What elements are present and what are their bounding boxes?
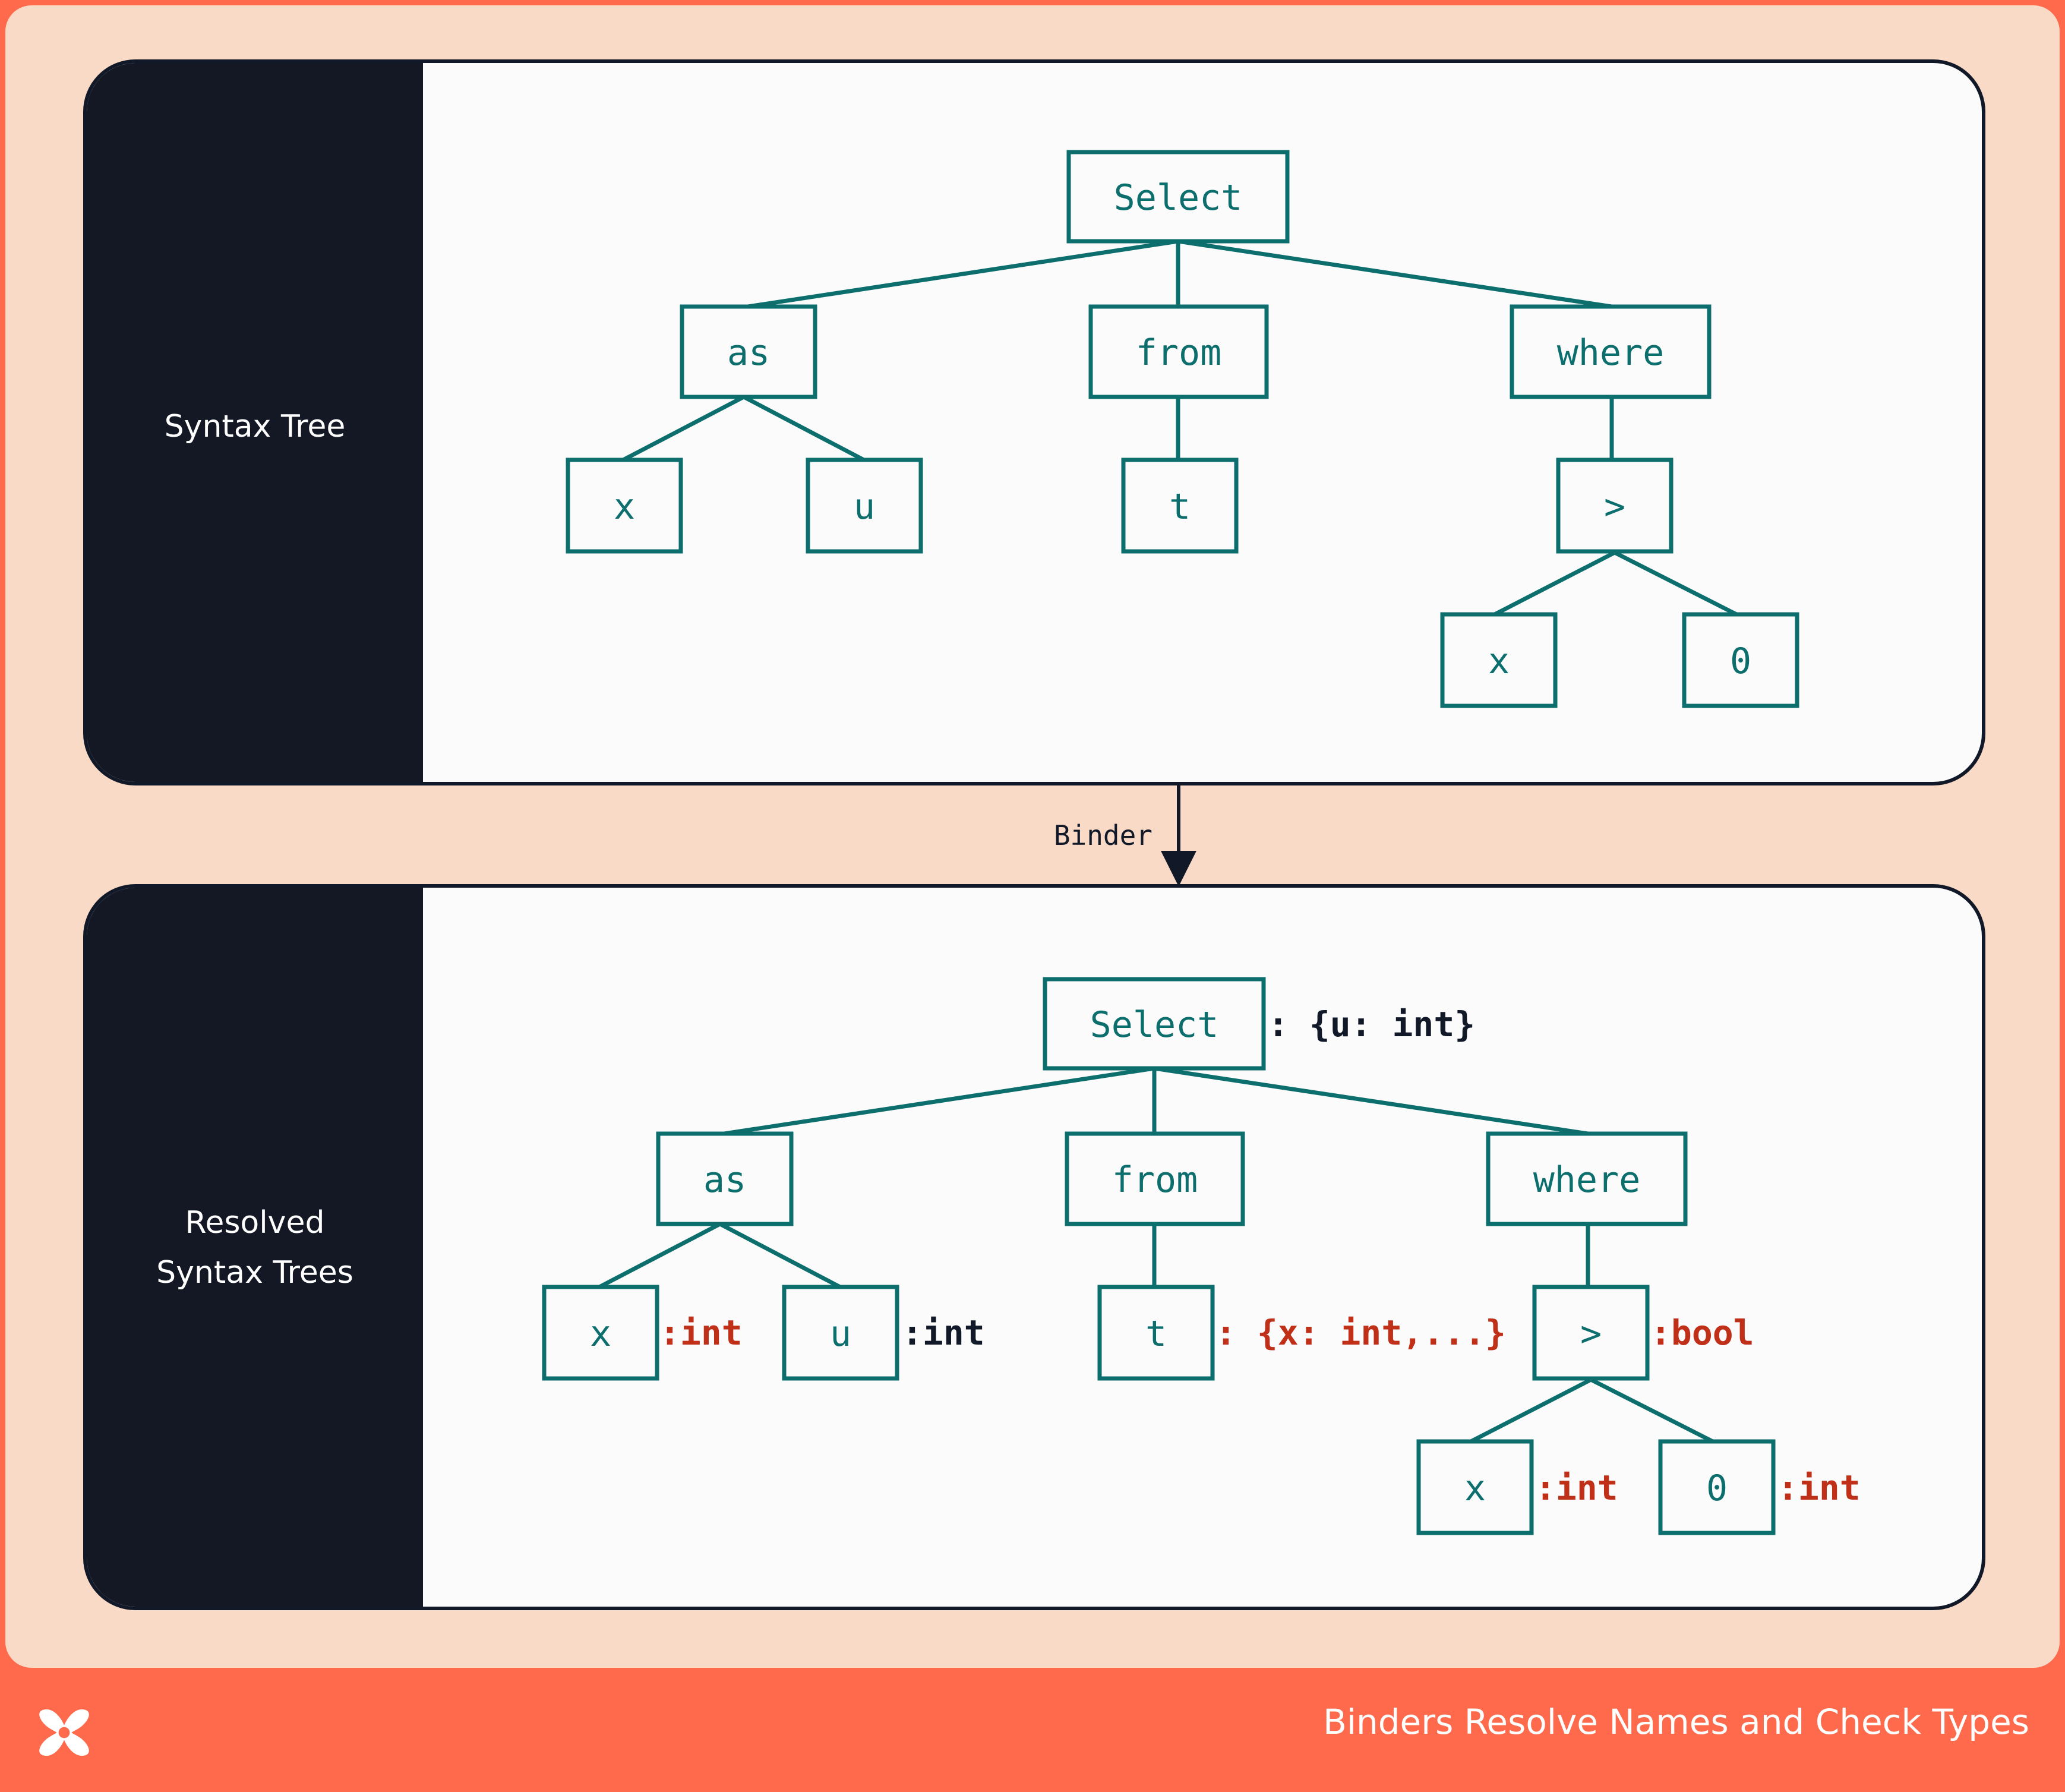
edge bbox=[724, 1066, 1155, 1136]
edge bbox=[622, 395, 745, 462]
node-select bbox=[1066, 150, 1290, 244]
node-where-label: where bbox=[1557, 332, 1665, 374]
node-x-operand bbox=[1440, 612, 1558, 708]
edge bbox=[1154, 1066, 1589, 1136]
brand-logo-icon bbox=[39, 1709, 89, 1756]
node-zero-operand-label: 0 bbox=[1706, 1468, 1728, 1509]
node-t-label: t bbox=[1169, 486, 1191, 528]
node-u bbox=[806, 458, 923, 554]
type-annotation-zero-operand: :int bbox=[1777, 1468, 1861, 1508]
node-select-label: Select bbox=[1114, 177, 1243, 219]
binder-arrow-label: Binder bbox=[1054, 819, 1153, 851]
node-where bbox=[1510, 304, 1712, 399]
node-zero-operand-label: 0 bbox=[1730, 641, 1751, 682]
syntax-tree-labels: Select as from where x u t > x 0 bbox=[614, 177, 1751, 682]
type-annotation-x: :int bbox=[659, 1313, 743, 1353]
node-x-label: x bbox=[614, 486, 635, 528]
footer-title: Binders Resolve Names and Check Types bbox=[1323, 1702, 2029, 1742]
node-x-operand-label: x bbox=[1464, 1468, 1486, 1509]
node-as-label: as bbox=[703, 1159, 746, 1201]
node-zero-operand bbox=[1658, 1439, 1776, 1535]
node-u-label: u bbox=[830, 1313, 851, 1355]
node-as bbox=[680, 304, 817, 399]
node-greater-than-label: > bbox=[1580, 1313, 1602, 1355]
resolved-syntax-trees-panel: Resolved Syntax Trees bbox=[83, 884, 1985, 1610]
type-annotation-greater-than: :bool bbox=[1650, 1313, 1754, 1353]
node-as bbox=[656, 1131, 794, 1226]
node-x-operand-label: x bbox=[1488, 641, 1510, 682]
resolved-syntax-tree bbox=[542, 977, 1776, 1535]
node-from-label: from bbox=[1136, 332, 1222, 374]
node-where-label: where bbox=[1533, 1159, 1641, 1201]
node-t bbox=[1121, 458, 1239, 554]
edge bbox=[1614, 550, 1738, 617]
node-zero-operand bbox=[1682, 612, 1799, 708]
resolved-syntax-tree-labels: Select as from where x u t > x 0 bbox=[590, 1004, 1728, 1509]
type-annotation-t: : {x: int,...} bbox=[1215, 1313, 1506, 1353]
edge bbox=[1494, 550, 1616, 617]
type-annotations: : {u: int} :int :int : {x: int,...} :boo… bbox=[659, 1004, 1861, 1508]
type-annotation-select: : {u: int} bbox=[1268, 1004, 1475, 1045]
node-x bbox=[542, 1285, 659, 1381]
syntax-tree bbox=[566, 150, 1799, 708]
edge bbox=[747, 239, 1179, 309]
edge bbox=[719, 1222, 841, 1289]
node-u bbox=[782, 1285, 899, 1381]
node-greater-than bbox=[1556, 458, 1674, 554]
node-from bbox=[1088, 304, 1269, 399]
node-as-label: as bbox=[727, 332, 770, 374]
type-annotation-x-operand: :int bbox=[1535, 1468, 1618, 1508]
node-t-label: t bbox=[1145, 1313, 1167, 1355]
node-from-label: from bbox=[1112, 1159, 1198, 1201]
node-select-label: Select bbox=[1090, 1004, 1219, 1046]
node-x-label: x bbox=[590, 1313, 611, 1355]
node-where bbox=[1486, 1131, 1688, 1226]
node-u-label: u bbox=[854, 486, 875, 528]
node-select bbox=[1043, 977, 1266, 1071]
node-greater-than-label: > bbox=[1604, 486, 1625, 528]
node-t bbox=[1097, 1285, 1215, 1381]
edge bbox=[1177, 239, 1612, 309]
panel-sidebar: Syntax Tree bbox=[87, 63, 423, 782]
edge bbox=[1590, 1377, 1714, 1444]
edge bbox=[598, 1222, 721, 1289]
edge bbox=[1470, 1377, 1592, 1444]
node-x bbox=[566, 458, 683, 554]
panel-label-line2: Syntax Trees bbox=[156, 1255, 353, 1291]
panel-label-line1: Resolved bbox=[185, 1205, 325, 1241]
panel-label: Syntax Tree bbox=[164, 409, 346, 444]
edge bbox=[743, 395, 865, 462]
panel-sidebar: Resolved Syntax Trees bbox=[87, 888, 423, 1607]
type-annotation-u: :int bbox=[902, 1313, 985, 1353]
node-greater-than bbox=[1532, 1285, 1650, 1381]
node-x-operand bbox=[1416, 1439, 1534, 1535]
node-from bbox=[1065, 1131, 1245, 1226]
syntax-tree-panel: Syntax Tree bbox=[83, 59, 1985, 785]
